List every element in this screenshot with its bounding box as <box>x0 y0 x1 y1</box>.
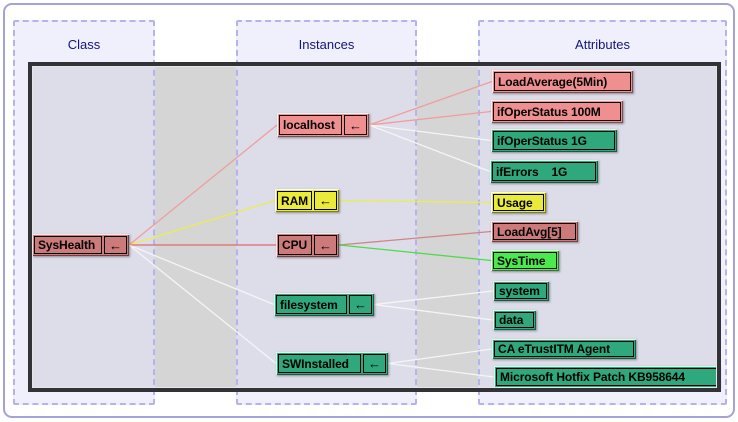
node-label: data <box>495 312 534 328</box>
node-label: system <box>495 283 547 299</box>
node-label: SysHealth <box>34 236 102 254</box>
node-label: LoadAverage(5Min) <box>494 72 631 91</box>
back-arrow-button[interactable]: ← <box>314 191 337 210</box>
node-label: localhost <box>279 115 342 135</box>
node-label: filesystem <box>276 295 347 314</box>
node-label: Microsoft Hotfix Patch KB958644 <box>496 368 717 386</box>
node-ca_agent[interactable]: CA eTrustITM Agent <box>492 339 636 359</box>
node-loadavg5[interactable]: LoadAvg[5] <box>491 221 578 242</box>
back-arrow-button[interactable]: ← <box>349 295 372 314</box>
back-arrow-button[interactable]: ← <box>344 115 367 135</box>
column-header-instances: Instances <box>298 37 355 52</box>
column-instances: Instances <box>236 20 417 405</box>
column-class: Class <box>13 20 155 405</box>
node-ms_hotfix[interactable]: Microsoft Hotfix Patch KB958644 <box>494 366 719 388</box>
node-swinstalled[interactable]: SWInstalled← <box>276 352 388 375</box>
column-header-class: Class <box>67 37 101 52</box>
column-header-attributes: Attributes <box>575 37 630 52</box>
node-label: CPU <box>278 235 312 255</box>
node-label: SysTime <box>493 252 557 269</box>
node-loadavg5min[interactable]: LoadAverage(5Min) <box>492 70 633 93</box>
node-label: Usage <box>493 194 544 211</box>
node-label: ifOperStatus 100M <box>493 102 621 121</box>
node-label: LoadAvg[5] <box>493 223 576 240</box>
node-system[interactable]: system <box>493 281 549 301</box>
node-data[interactable]: data <box>493 310 536 330</box>
node-usage[interactable]: Usage <box>491 192 546 213</box>
back-arrow-button[interactable]: ← <box>363 354 386 373</box>
node-syshealth[interactable]: SysHealth← <box>32 234 129 256</box>
node-ifoper100m[interactable]: ifOperStatus 100M <box>491 100 623 123</box>
back-arrow-button[interactable]: ← <box>104 236 127 254</box>
node-iferrors[interactable]: ifErrors 1G <box>490 160 598 183</box>
node-label: ifErrors 1G <box>492 162 596 181</box>
node-label: RAM <box>277 191 312 210</box>
node-localhost[interactable]: localhost← <box>277 113 369 137</box>
back-arrow-button[interactable]: ← <box>314 235 337 255</box>
node-systime[interactable]: SysTime <box>491 250 559 271</box>
node-label: SWInstalled <box>278 354 361 373</box>
node-label: CA eTrustITM Agent <box>494 341 634 357</box>
node-label: ifOperStatus 1G <box>493 131 615 150</box>
node-ram[interactable]: RAM← <box>275 189 339 212</box>
node-ifoper1g[interactable]: ifOperStatus 1G <box>491 129 617 152</box>
node-filesystem[interactable]: filesystem← <box>274 293 374 316</box>
node-cpu[interactable]: CPU← <box>276 233 339 257</box>
